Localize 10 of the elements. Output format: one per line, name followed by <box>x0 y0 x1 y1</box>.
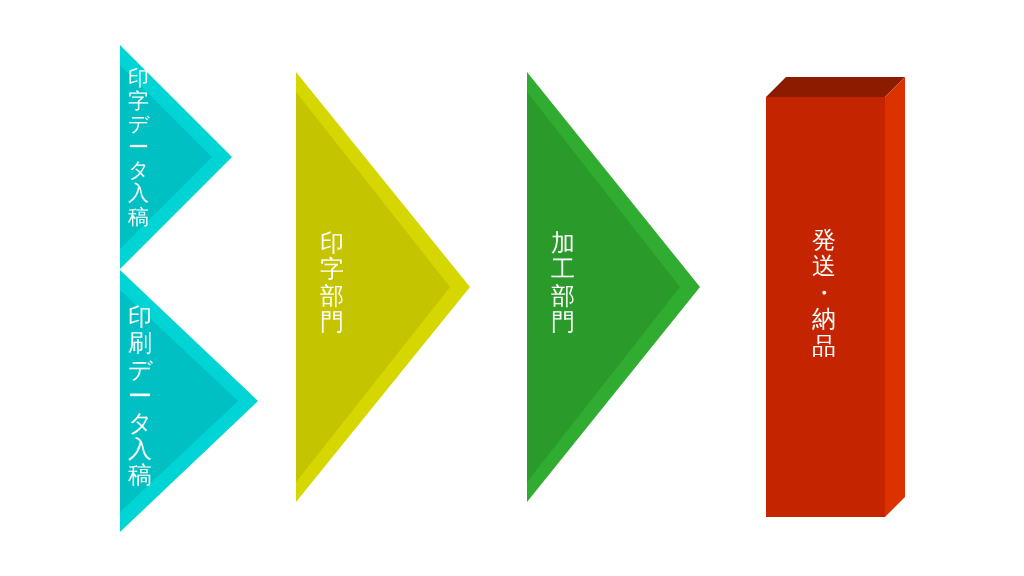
node-label: 加工部門 <box>551 230 575 336</box>
chevron-shape <box>527 72 700 502</box>
node-label: 発送・納品 <box>812 227 836 359</box>
node-label: 印字部門 <box>320 230 344 336</box>
node-label: 印字データ入稿 <box>128 67 149 229</box>
chevron-shape <box>296 72 470 502</box>
block-shape <box>766 97 885 517</box>
chevron-shape <box>120 45 232 269</box>
chevron-shape <box>120 270 258 532</box>
node-label: 印刷データ入稿 <box>128 304 152 489</box>
